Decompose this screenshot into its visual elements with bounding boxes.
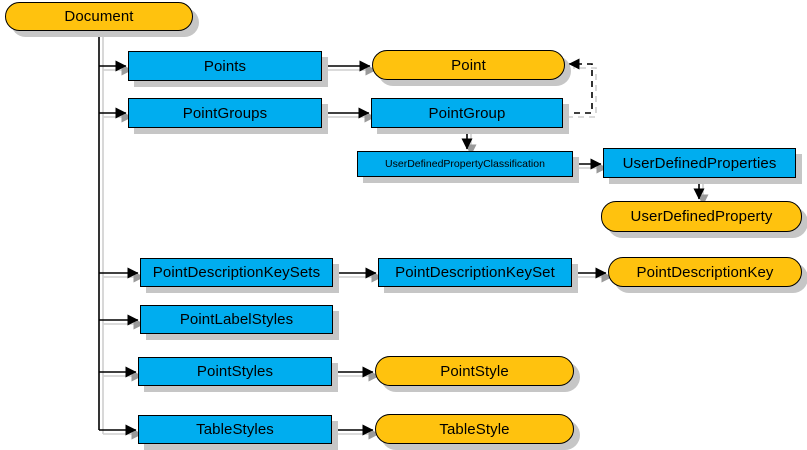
node-pointstyles[interactable]: PointStyles (138, 357, 332, 386)
node-pointdescriptionkey[interactable]: PointDescriptionKey (608, 257, 802, 287)
node-tablestyle[interactable]: TableStyle (375, 414, 574, 444)
node-point[interactable]: Point (372, 50, 565, 80)
node-document[interactable]: Document (5, 2, 193, 31)
node-tablestyles[interactable]: TableStyles (138, 415, 332, 444)
node-pointgroups[interactable]: PointGroups (128, 98, 322, 128)
node-pointstyle[interactable]: PointStyle (375, 356, 574, 386)
node-pointdescriptionkeysets[interactable]: PointDescriptionKeySets (140, 258, 333, 287)
node-userdefinedproperties[interactable]: UserDefinedProperties (603, 148, 796, 178)
node-userdefinedproperty[interactable]: UserDefinedProperty (601, 201, 802, 232)
node-pointgroup[interactable]: PointGroup (371, 98, 563, 128)
node-pointdescriptionkeyset[interactable]: PointDescriptionKeySet (378, 258, 572, 287)
node-pointlabelstyles[interactable]: PointLabelStyles (140, 305, 333, 334)
node-userdefinedpropertyclassification[interactable]: UserDefinedPropertyClassification (357, 151, 573, 177)
node-points[interactable]: Points (128, 51, 322, 81)
